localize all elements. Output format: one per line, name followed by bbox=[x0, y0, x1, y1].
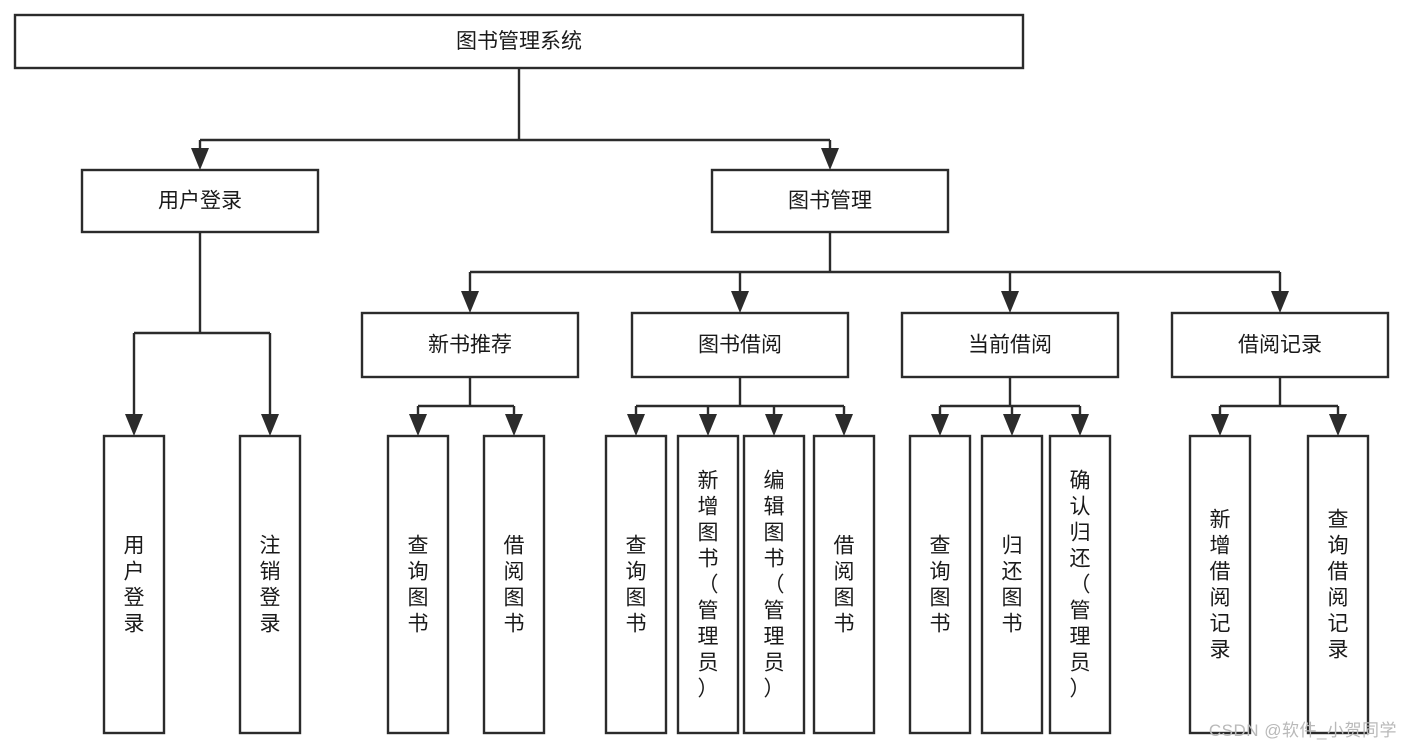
node-label: 用户登录 bbox=[124, 535, 145, 636]
node-borrow-record[interactable]: 借阅记录 bbox=[1170, 311, 1390, 379]
node-label: 归还图书 bbox=[1002, 535, 1023, 636]
node-label: 新书推荐 bbox=[428, 334, 512, 357]
node-label: 新增借阅记录 bbox=[1210, 509, 1231, 662]
node-leaf-query-book-3[interactable]: 查询图书 bbox=[908, 434, 972, 735]
csdn-watermark: CSDN @软件_小贺同学 bbox=[1208, 721, 1397, 740]
node-label: 查询图书 bbox=[626, 535, 647, 636]
node-label: 用户登录 bbox=[158, 190, 242, 213]
node-leaf-user-logout[interactable]: 注销登录 bbox=[238, 434, 302, 735]
node-layer: 图书管理系统用户登录图书管理新书推荐图书借阅当前借阅借阅记录用户登录注销登录查询… bbox=[13, 13, 1390, 735]
node-undefined[interactable]: 图书管理系统 bbox=[13, 13, 1025, 70]
node-leaf-borrow-book-2[interactable]: 借阅图书 bbox=[812, 434, 876, 735]
node-label: 注销登录 bbox=[260, 535, 281, 636]
node-leaf-borrow-book-1[interactable]: 借阅图书 bbox=[482, 434, 546, 735]
node-label: 查询借阅记录 bbox=[1328, 509, 1349, 662]
node-current-borrow[interactable]: 当前借阅 bbox=[900, 311, 1120, 379]
node-leaf-query-record[interactable]: 查询借阅记录 bbox=[1306, 434, 1370, 735]
node-leaf-query-book-2[interactable]: 查询图书 bbox=[604, 434, 668, 735]
node-leaf-query-book-1[interactable]: 查询图书 bbox=[386, 434, 450, 735]
node-label: 图书管理 bbox=[788, 190, 872, 213]
node-leaf-add-record[interactable]: 新增借阅记录 bbox=[1188, 434, 1252, 735]
node-label: 借阅图书 bbox=[504, 535, 525, 636]
node-book-borrow[interactable]: 图书借阅 bbox=[630, 311, 850, 379]
node-label: 图书借阅 bbox=[698, 334, 782, 357]
node-label: 新增图书（管理员） bbox=[698, 470, 719, 701]
node-book-manage[interactable]: 图书管理 bbox=[710, 168, 950, 234]
node-leaf-user-login[interactable]: 用户登录 bbox=[102, 434, 166, 735]
node-label: 查询图书 bbox=[930, 535, 951, 636]
node-leaf-return-book[interactable]: 归还图书 bbox=[980, 434, 1044, 735]
node-leaf-confirm-return[interactable]: 确认归还（管理员） bbox=[1048, 434, 1112, 735]
node-label: 查询图书 bbox=[408, 535, 429, 636]
node-label: 编辑图书（管理员） bbox=[764, 470, 785, 701]
node-leaf-edit-book[interactable]: 编辑图书（管理员） bbox=[742, 434, 806, 735]
node-label: 借阅图书 bbox=[834, 535, 855, 636]
node-user-login[interactable]: 用户登录 bbox=[80, 168, 320, 234]
connector-layer bbox=[125, 68, 1347, 436]
node-new-book-recommend[interactable]: 新书推荐 bbox=[360, 311, 580, 379]
node-label: 当前借阅 bbox=[968, 334, 1052, 357]
node-label: 借阅记录 bbox=[1238, 334, 1322, 357]
node-label: 图书管理系统 bbox=[456, 30, 582, 53]
node-label: 确认归还（管理员） bbox=[1070, 470, 1091, 701]
node-leaf-add-book[interactable]: 新增图书（管理员） bbox=[676, 434, 740, 735]
